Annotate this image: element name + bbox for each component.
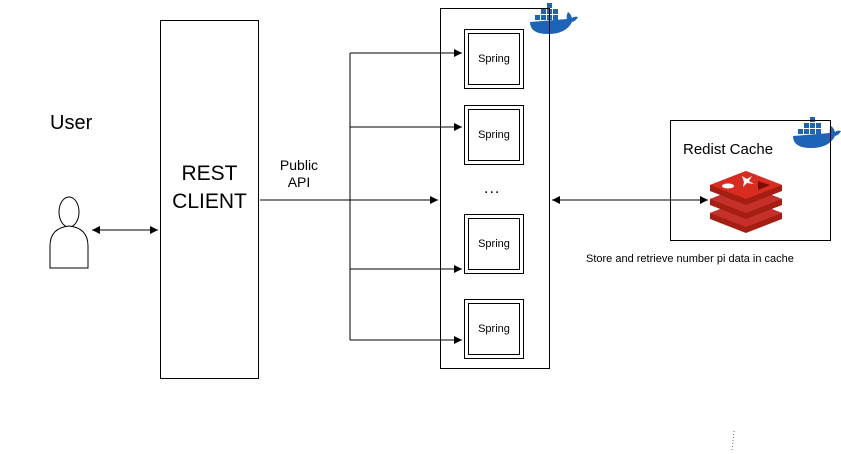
rest-client-line1: REST [181,161,238,185]
public-api-label: Public API [270,157,328,191]
rest-client-line2: CLIENT [172,189,247,213]
redis-cache-box [670,120,831,241]
rest-client-box: REST CLIENT [160,20,259,379]
spring-node-2: Spring [464,105,524,165]
redis-cache-title: Redist Cache [683,141,774,158]
public-api-line1: Public [279,157,319,173]
user-label: User [50,112,93,134]
redis-logo-icon [710,171,782,233]
public-api-line2: API [287,174,311,190]
cache-note: Store and retrieve number pi data in cac… [586,253,794,265]
spring-node-label: Spring [468,33,520,85]
more-nodes-ellipsis: ... [484,180,501,197]
user-icon [49,196,89,269]
spring-node-label: Spring [468,218,520,270]
dotted-mark [731,430,735,452]
spring-node-1: Spring [464,29,524,89]
docker-logo-icon-redis [793,117,841,148]
docker-container-box [440,8,550,369]
spring-node-4: Spring [464,299,524,359]
spring-node-label: Spring [468,109,520,161]
spring-node-label: Spring [468,303,520,355]
spring-node-3: Spring [464,214,524,274]
